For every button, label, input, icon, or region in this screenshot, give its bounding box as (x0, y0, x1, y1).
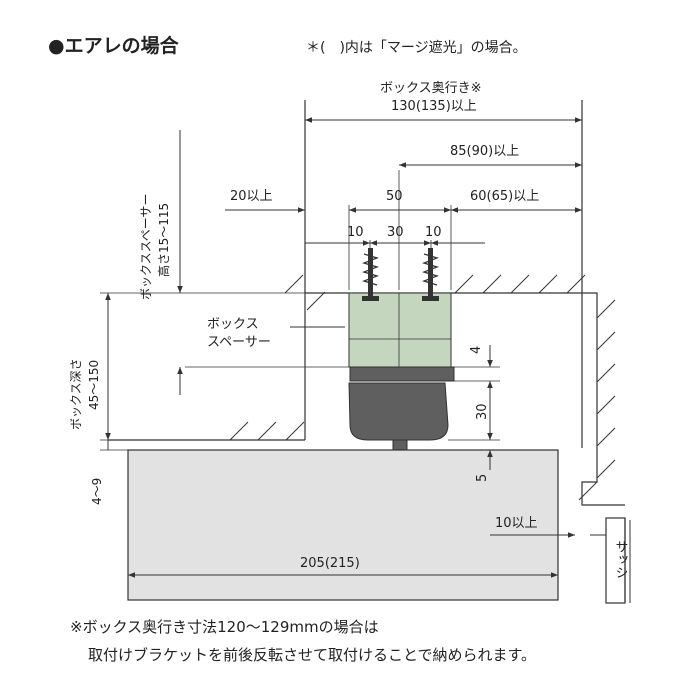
spacer-label-line1: ボックス (207, 317, 259, 332)
hatching (229, 274, 616, 501)
diagram-note: ＊( )内は「マージ遮光」の場合。 (306, 40, 527, 56)
box-structure (108, 100, 625, 506)
dim-10-right: 10 (425, 225, 442, 240)
dim-205: 205(215) (300, 556, 360, 571)
dim-box-depth: 130(135)以上 (391, 99, 477, 114)
sash-label: サッシ (613, 540, 628, 579)
footnote-line1: ※ボックス奥行き寸法120～129mmの場合は (70, 618, 379, 636)
dim-5: 5 (475, 474, 490, 482)
dim-30-horizontal: 30 (387, 225, 404, 240)
box-spacer (348, 292, 452, 368)
dim-60: 60(65)以上 (470, 189, 539, 204)
dim-85: 85(90)以上 (450, 144, 519, 159)
dim-10-clearance: 10以上 (495, 516, 538, 531)
range-4-9: 4～9 (90, 478, 104, 505)
diagram-title: ●エアレの場合 (48, 34, 180, 57)
label-box-depth: ボックス奥行き※ (380, 81, 482, 96)
dim-30-vertical: 30 (475, 403, 490, 420)
dim-4: 4 (469, 346, 484, 354)
dim-20: 20以上 (230, 189, 273, 204)
box-deep-line1: ボックス深さ (69, 358, 83, 430)
footnote-line2: 取付けブラケットを前後反転させて取付けることで納められます。 (88, 646, 536, 664)
blind-panel (127, 449, 559, 601)
spacer-height-line1: ボックススペーサー (139, 193, 153, 300)
headrail (348, 366, 455, 471)
spacer-label-line2: スペーサー (207, 335, 271, 350)
dim-50: 50 (386, 189, 403, 204)
dim-10-left: 10 (347, 225, 364, 240)
spacer-height-line2: 高さ15～115 (156, 203, 171, 277)
box-deep-line2: 45～150 (87, 360, 101, 410)
screw-right-icon (422, 248, 439, 301)
screw-left-icon (362, 248, 379, 301)
dimension-arrows (105, 117, 606, 578)
